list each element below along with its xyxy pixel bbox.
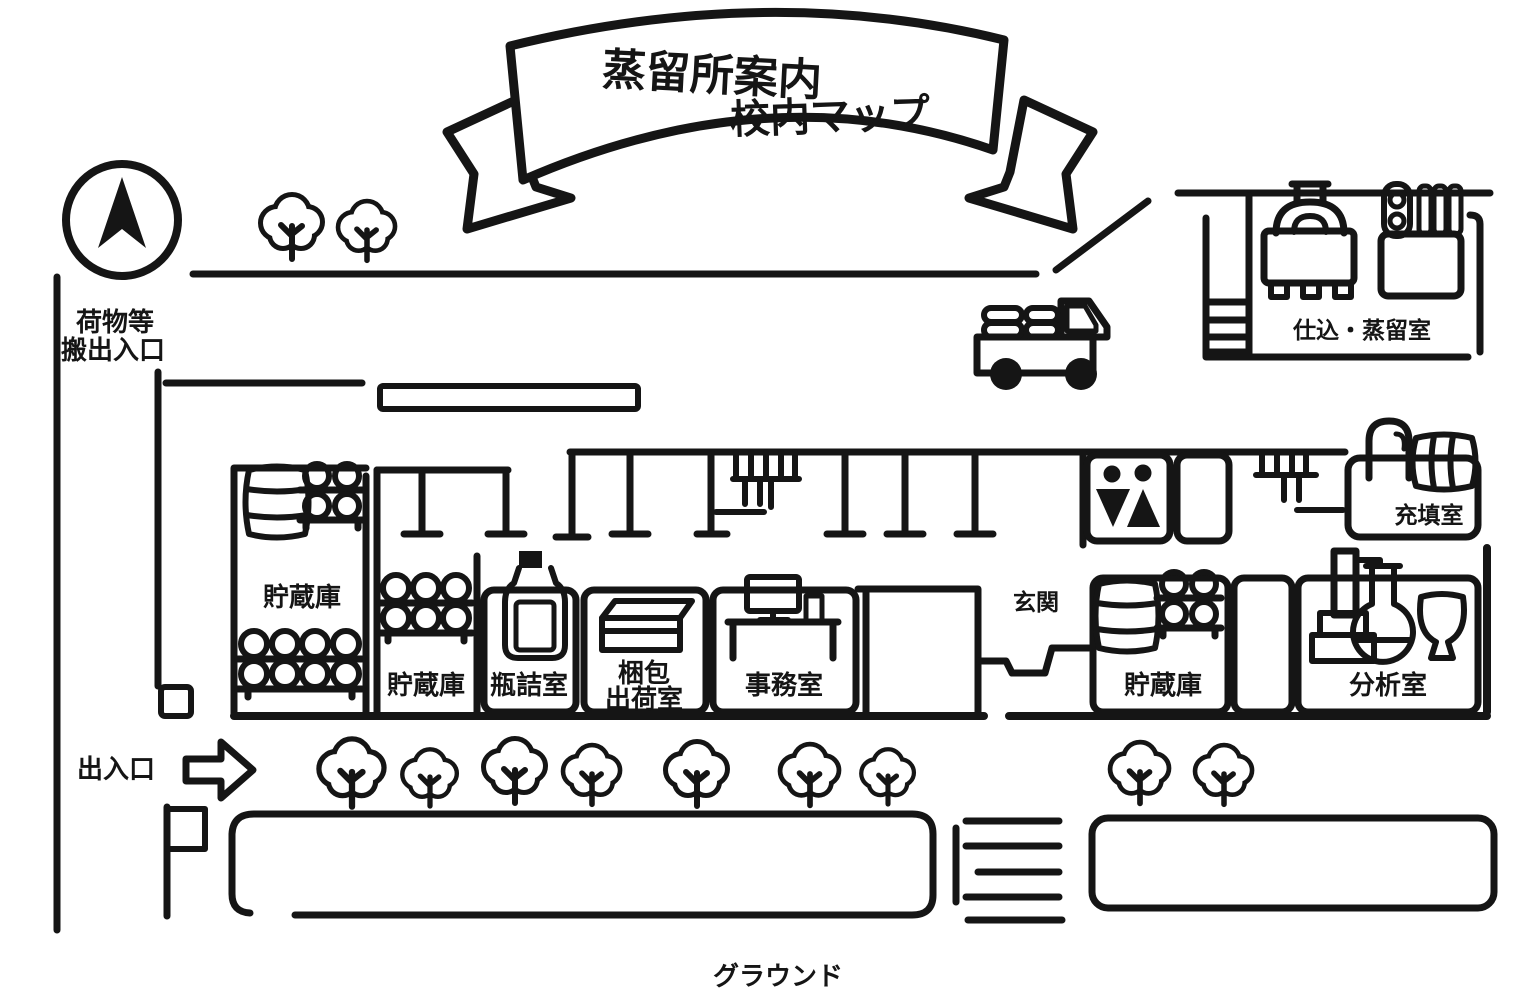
room-storage-large: 貯蔵庫 (230, 464, 370, 718)
lab-flask-icon (1309, 547, 1416, 665)
tasting-glass-icon (1417, 591, 1467, 661)
tree-icon (322, 742, 382, 807)
label-bottling-room: 瓶詰室 (490, 670, 568, 701)
map-title-line1: 蒸留所案内 (601, 44, 823, 106)
barrel-rack-icon (300, 464, 364, 528)
main-exit: 出入口 (77, 738, 257, 802)
label-filling-room: 充填室 (1395, 502, 1464, 529)
label-entrance-hall: 玄関 (1013, 589, 1059, 616)
tree-icon (863, 751, 911, 804)
flag-icon (163, 803, 208, 920)
room-analysis: 分析室 (1294, 547, 1482, 716)
label-cargo-line1: 荷物等 (76, 307, 154, 338)
banner-right-tail (964, 95, 1098, 234)
ladder-icon (1202, 192, 1253, 360)
room-storage-right: 貯蔵庫 (1089, 572, 1232, 716)
barrel-rack-icon (380, 575, 472, 641)
restroom (1083, 451, 1233, 545)
tree-icon (565, 747, 617, 804)
barrel-icon (246, 467, 309, 538)
truck-icon (973, 297, 1111, 390)
label-analysis-room: 分析室 (1349, 670, 1427, 701)
label-prep-distillation: 仕込・蒸留室 (1292, 317, 1431, 344)
tree-icon (1197, 747, 1249, 804)
jug-icon (1365, 417, 1413, 482)
corridor-walls (373, 448, 1349, 549)
room-storage-mid: 貯蔵庫 (373, 466, 481, 718)
label-packing-line1: 梱包 (618, 658, 670, 689)
prep-distillation-building: 仕込・蒸留室 (1174, 180, 1494, 361)
label-cargo-line2: 搬出入口 (61, 335, 165, 366)
barrel-rack-icon (238, 631, 362, 697)
entrance-hall: 玄関 (854, 585, 1093, 717)
label-main-exit: 出入口 (77, 755, 155, 785)
pot-still-icon (1260, 180, 1358, 300)
stairs-icon-2 (1253, 449, 1346, 513)
road-lines (53, 197, 1152, 934)
corridor-room (1230, 574, 1296, 716)
package-box-icon (599, 598, 695, 653)
tree-icon (340, 203, 392, 260)
room-office: 事務室 (709, 574, 860, 716)
tree-icon (404, 751, 454, 806)
mash-tank-icon (1377, 181, 1465, 300)
building-outer-walls (230, 544, 1491, 720)
desk-computer-icon (724, 574, 842, 662)
label-storage-mid: 貯蔵庫 (387, 670, 465, 701)
ground-area: グラウンド (228, 810, 1498, 992)
label-packing-line2: 出荷室 (605, 684, 683, 715)
label-ground: グラウンド (713, 962, 843, 992)
room-packing-shipping: 梱包 出荷室 (580, 586, 710, 716)
banner-ribbon (505, 7, 1009, 185)
crosswalk-steps (952, 817, 1066, 924)
tree-icon (263, 197, 320, 259)
room-bottling: 瓶詰室 (480, 551, 580, 716)
title-banner: 蒸留所案内 校内マップ (442, 7, 1098, 234)
barrel-rack-icon (1157, 572, 1221, 636)
barrel-icon (1413, 435, 1476, 490)
tree-icon (668, 744, 725, 806)
map-title-line2: 校内マップ (729, 91, 930, 144)
room-filling: 充填室 (1344, 417, 1482, 541)
stairs-icon (713, 449, 802, 515)
label-storage-right: 貯蔵庫 (1124, 670, 1202, 701)
label-storage-large: 貯蔵庫 (263, 582, 341, 613)
bottle-icon (502, 551, 568, 661)
right-arrow-icon (182, 738, 257, 802)
north-compass-icon (62, 160, 182, 280)
restroom-icon (1096, 464, 1160, 527)
barrel-icon (1096, 581, 1159, 652)
tree-icon (1112, 744, 1166, 803)
tree-icon (486, 741, 543, 803)
inner-yard-walls (154, 368, 641, 719)
elevator-box (1173, 451, 1233, 545)
tree-icon (782, 746, 836, 805)
label-office: 事務室 (745, 670, 823, 701)
